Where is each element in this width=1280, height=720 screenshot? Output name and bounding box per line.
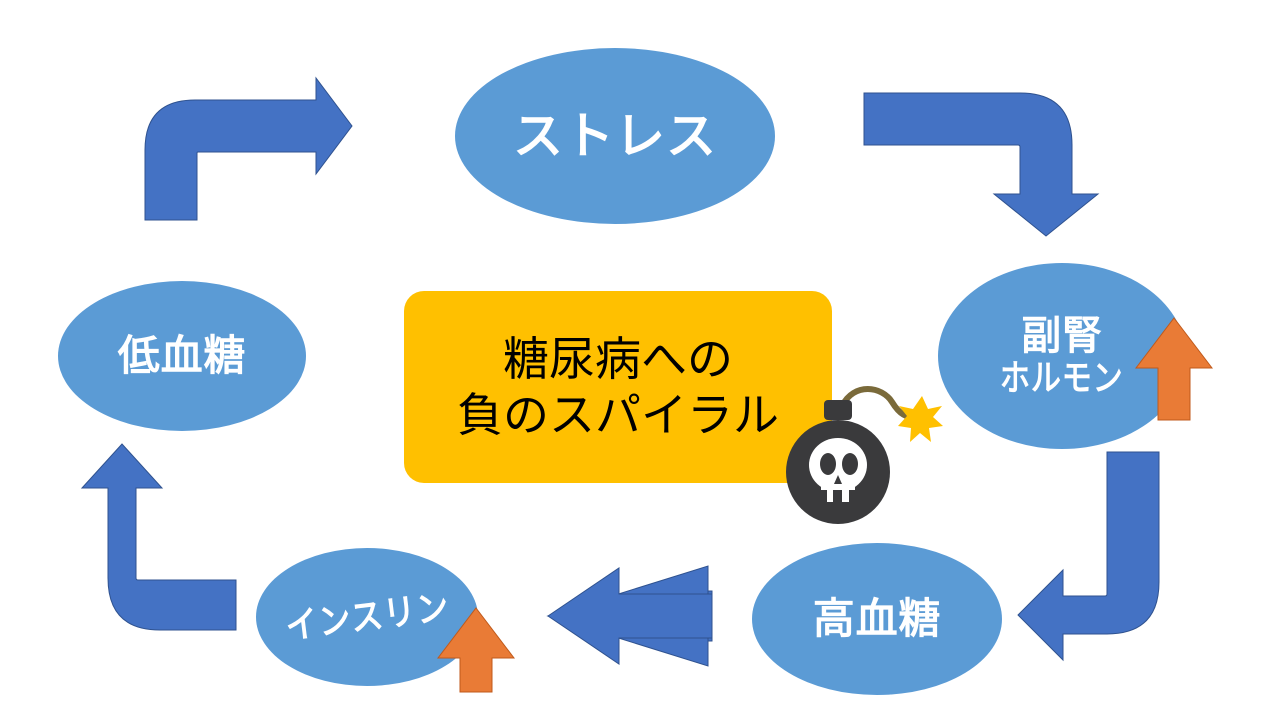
arrow-stress-to-adrenal: [863, 92, 1100, 237]
node-hyperglycemia[interactable]: 高血糖: [752, 543, 1002, 695]
increase-arrow-adrenal-icon: [1134, 317, 1214, 421]
node-hypoglycemia[interactable]: 低血糖: [58, 281, 306, 431]
bomb-skull-nose-icon: [834, 475, 842, 484]
center-title-box: 糖尿病への 負のスパイラル: [404, 291, 832, 483]
arrow-insulin-to-hypo: [80, 443, 237, 631]
bomb-icon: [786, 386, 943, 524]
bomb-skull-icon: [809, 438, 867, 506]
node-adrenal-label-line1: 副腎: [1021, 314, 1103, 359]
node-insulin[interactable]: インスリン: [256, 548, 478, 686]
bomb-fuse-icon: [839, 386, 918, 420]
node-stress[interactable]: ストレス: [455, 48, 775, 224]
node-hypoglycemia-label: 低血糖: [117, 331, 247, 379]
bomb-skull-eye-right-icon: [842, 453, 858, 475]
arrow-hyper-to-insulin-body: [547, 567, 713, 665]
center-title-line1: 糖尿病への: [503, 332, 733, 385]
node-adrenal-label-line2: ホルモン: [1000, 357, 1124, 399]
bomb-spark-icon: [898, 396, 943, 442]
arrow-adrenal-to-hyper: [1017, 451, 1160, 662]
arrow-hypo-to-stress: [144, 76, 353, 221]
increase-arrow-insulin-icon: [436, 607, 516, 693]
center-title-line2: 負のスパイラル: [457, 389, 779, 441]
node-stress-label: ストレス: [513, 107, 717, 164]
node-hyperglycemia-label: 高血糖: [812, 594, 942, 642]
bomb-cap-icon: [824, 400, 852, 420]
bomb-skull-eye-left-icon: [820, 453, 836, 475]
